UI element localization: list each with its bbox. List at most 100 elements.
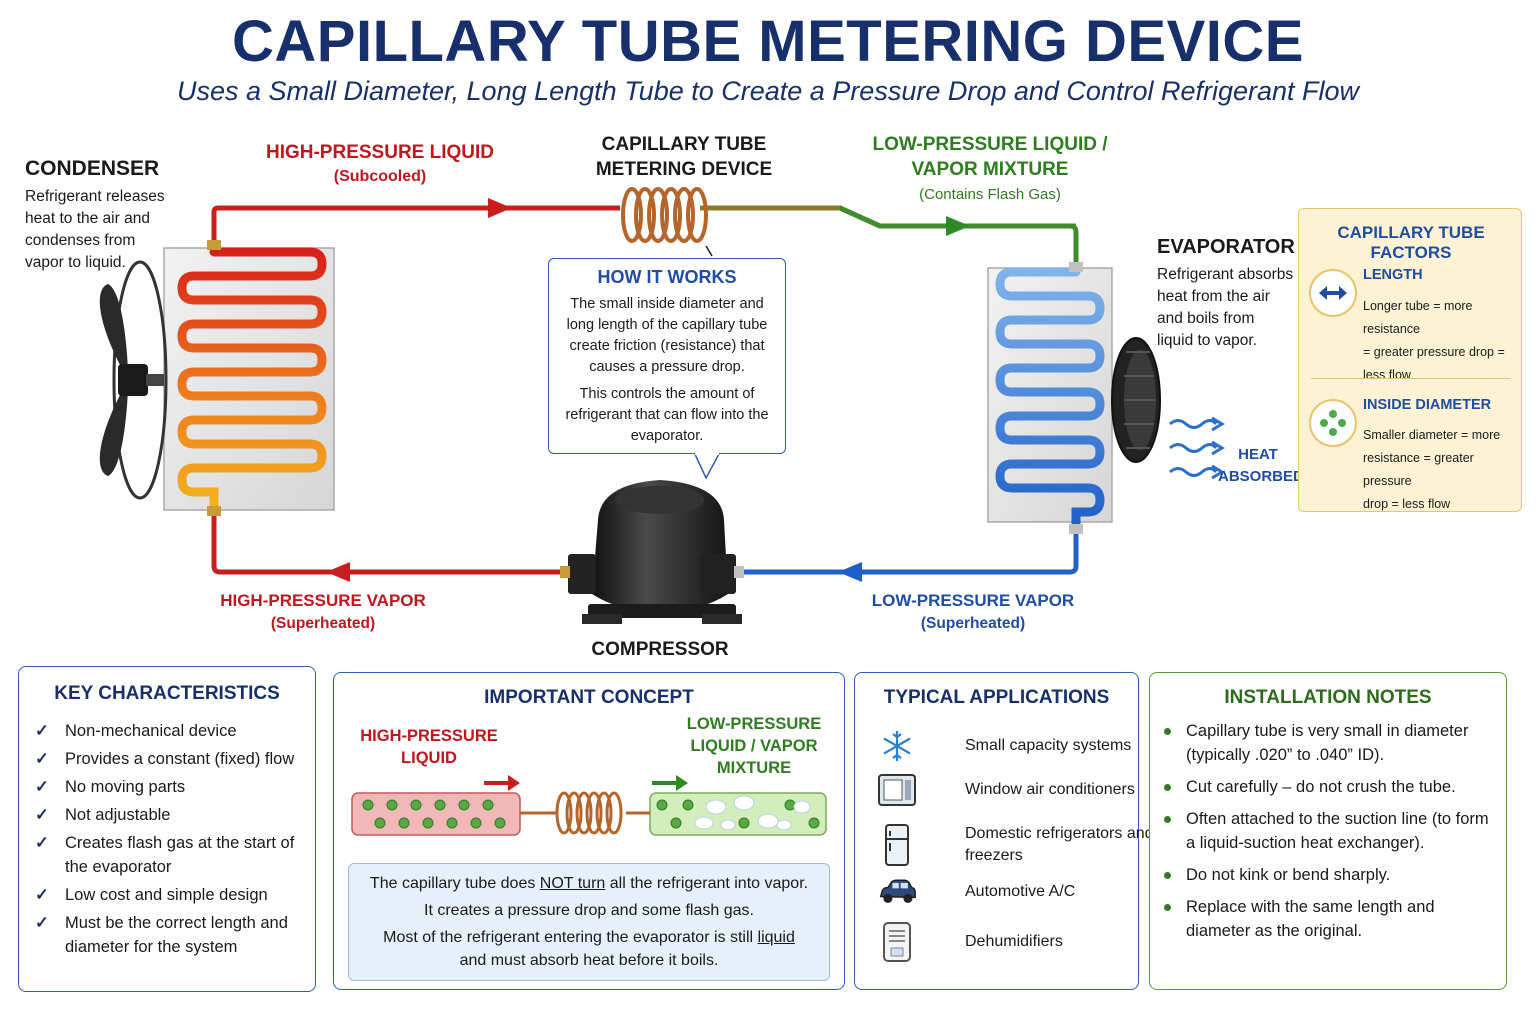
page-subtitle: Uses a Small Diameter, Long Length Tube … <box>176 76 1360 106</box>
concept-note-text: The capillary tube does <box>369 875 540 892</box>
list-item: Window air conditioners <box>877 767 1135 813</box>
refrigerator-icon <box>877 824 917 866</box>
concept-note-text: all the refrigerant into vapor. <box>605 875 809 892</box>
list-item-text: Must be the correct length and diameter … <box>65 914 288 956</box>
window-ac-icon <box>877 770 917 810</box>
diameter-desc-line: drop = less flow <box>1363 497 1451 511</box>
concept-note-line-1: The capillary tube does NOT turn all the… <box>349 872 829 895</box>
condenser-coil-icon <box>163 240 335 516</box>
diameter-desc-line: resistance = greater pressure <box>1363 451 1474 488</box>
evaporator-desc-line: heat from the air <box>1157 288 1270 305</box>
evaporator-desc-line: liquid to vapor. <box>1157 332 1257 349</box>
diameter-factor-icon <box>1309 399 1357 447</box>
evaporator-description: Refrigerant absorbs heat from the air an… <box>1157 264 1293 352</box>
lp-vapor-sublabel: (Superheated) <box>920 615 1026 632</box>
high-pressure-liquid-line <box>211 205 620 246</box>
concept-lp-line: MIXTURE <box>716 759 792 777</box>
list-item: ✓Creates flash gas at the start of the e… <box>19 831 315 879</box>
key-characteristics-title: KEY CHARACTERISTICS <box>54 683 280 704</box>
concept-lp-line: LOW-PRESSURE <box>686 715 822 733</box>
check-icon: ✓ <box>35 750 49 768</box>
condenser-desc-line: heat to the air and <box>25 210 150 227</box>
list-item-text: Creates flash gas at the start of the ev… <box>65 834 295 876</box>
key-characteristics-list: ✓Non-mechanical device ✓Provides a const… <box>19 719 315 959</box>
list-item-text: No moving parts <box>65 778 186 796</box>
check-icon: ✓ <box>35 722 49 740</box>
flow-arrow-icon <box>838 562 862 582</box>
heat-absorbed-line: ABSORBED <box>1218 468 1304 485</box>
how-it-works-text-2: This controls the amount of refrigerant … <box>565 386 769 444</box>
list-item: Small capacity systems <box>877 723 1131 769</box>
snowflake-icon <box>877 726 917 766</box>
list-item: Automotive A/C <box>877 869 1075 915</box>
capillary-coil-icon <box>621 187 708 243</box>
list-item: Dehumidifiers <box>877 919 1063 965</box>
check-icon: ✓ <box>35 806 49 824</box>
concept-hp-line: HIGH-PRESSURE <box>360 727 498 745</box>
installation-notes-title: INSTALLATION NOTES <box>1224 687 1432 708</box>
flow-arrow-icon <box>326 562 350 582</box>
list-item: ✓ Non-mechanical device <box>19 719 315 743</box>
compressor-icon <box>560 480 744 624</box>
bullet-icon <box>1164 784 1171 791</box>
high-pressure-vapor-line <box>211 508 578 575</box>
condenser-title: CONDENSER <box>25 157 160 180</box>
concept-lp-line: LIQUID / VAPOR <box>690 737 818 755</box>
how-it-works-callout: HOW IT WORKS The small inside diameter a… <box>548 258 786 454</box>
hp-vapor-label: HIGH-PRESSURE VAPOR <box>220 591 426 610</box>
list-item-text: Cut carefully – do not crush the tube. <box>1186 778 1456 796</box>
list-item: ✓ Must be the correct length and diameter… <box>19 911 315 959</box>
list-item-text: Non-mechanical device <box>65 722 237 740</box>
important-concept-panel: IMPORTANT CONCEPT HIGH-PRESSURE LIQUID L… <box>333 672 845 990</box>
lp-mix-label-1: LOW-PRESSURE LIQUID / <box>872 134 1108 155</box>
installation-notes-panel: INSTALLATION NOTES Capillary tube is ver… <box>1149 672 1507 990</box>
list-item: Domestic refrigerators and freezers <box>877 817 1155 873</box>
condenser-description: Refrigerant releases heat to the air and… <box>25 186 165 274</box>
list-item-text: Not adjustable <box>65 806 171 824</box>
concept-note-line-4: and must absorb heat before it boils. <box>459 952 719 969</box>
lp-vapor-label: LOW-PRESSURE VAPOR <box>871 591 1075 610</box>
diameter-desc-line: Smaller diameter = more <box>1363 428 1501 442</box>
list-item-text: Do not kink or bend sharply. <box>1186 866 1391 884</box>
important-concept-title: IMPORTANT CONCEPT <box>484 687 694 708</box>
lp-mix-label-2: VAPOR MIXTURE <box>911 159 1069 180</box>
application-label: Domestic refrigerators and freezers <box>965 825 1154 864</box>
refrigeration-cycle-diagram <box>99 187 1225 624</box>
flow-arrow-icon <box>488 198 512 218</box>
application-label: Small capacity systems <box>965 737 1132 754</box>
condenser-desc-line: condenses from <box>25 232 136 249</box>
bullet-icon <box>1164 816 1171 823</box>
length-factor-title: LENGTH <box>1363 267 1423 283</box>
check-icon: ✓ <box>35 914 49 932</box>
dehumidifier-icon <box>877 922 917 962</box>
cap-tube-label-2: METERING DEVICE <box>595 159 773 180</box>
list-item: Often attached to the suction line (to f… <box>1150 807 1490 855</box>
evaporator-desc-line: Refrigerant absorbs <box>1157 266 1294 283</box>
flow-arrow-icon <box>652 775 688 791</box>
capillary-factors-panel: CAPILLARY TUBE FACTORS LENGTH Longer tub… <box>1298 208 1522 512</box>
list-item: Cut carefully – do not crush the tube. <box>1150 775 1490 799</box>
cap-tube-label-1: CAPILLARY TUBE <box>601 134 767 155</box>
evaporator-coil-icon <box>987 262 1113 534</box>
heat-absorbed-label: HEAT ABSORBED <box>1218 444 1304 488</box>
lp-mix-sublabel: (Contains Flash Gas) <box>919 186 1061 203</box>
application-label: Dehumidifiers <box>965 933 1063 950</box>
low-pressure-vapor-line <box>740 528 1079 575</box>
list-item: ✓No moving parts <box>19 775 315 799</box>
flow-arrow-icon <box>946 216 970 236</box>
how-it-works-title: HOW IT WORKS <box>597 267 737 287</box>
evaporator-title: EVAPORATOR <box>1157 236 1295 258</box>
concept-note-emphasis: liquid <box>757 929 795 946</box>
how-it-works-text-1: The small inside diameter and long lengt… <box>566 296 768 375</box>
concept-note-emphasis: NOT turn <box>539 875 606 892</box>
evaporator-blower-icon <box>1111 337 1161 463</box>
concept-hp-line: LIQUID <box>401 749 457 767</box>
length-desc-line: = greater pressure drop = <box>1363 345 1505 359</box>
hp-liquid-label: HIGH-PRESSURE LIQUID <box>265 142 495 163</box>
diameter-factor-title: INSIDE DIAMETER <box>1363 397 1492 413</box>
hp-liquid-sublabel: (Subcooled) <box>333 168 427 185</box>
key-characteristics-panel: KEY CHARACTERISTICS ✓ Non-mechanical devi… <box>18 666 316 992</box>
heat-wave-icon <box>1169 416 1225 480</box>
evaporator-desc-line: and boils from <box>1157 310 1255 327</box>
diameter-factor-desc: Smaller diameter = more resistance = gre… <box>1363 424 1521 516</box>
